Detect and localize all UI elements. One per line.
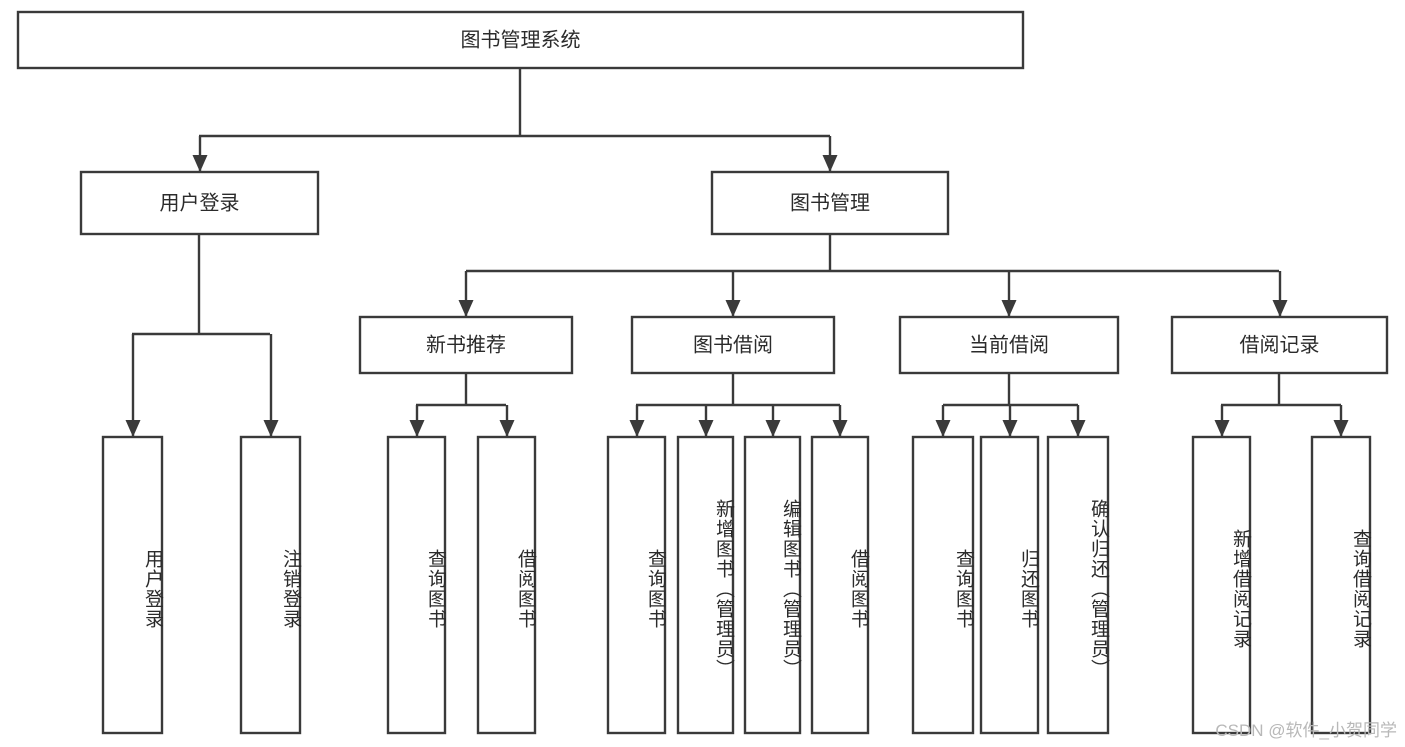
- node-leaf-query-book-current[interactable]: [911, 435, 975, 735]
- node-box[interactable]: [101, 435, 164, 735]
- node-box[interactable]: [79, 170, 320, 236]
- arrow-head-icon: [1272, 300, 1288, 317]
- node-box[interactable]: [239, 435, 302, 735]
- node-box[interactable]: [1310, 435, 1372, 735]
- node-leaf-add-book-admin[interactable]: [676, 435, 735, 735]
- arrow-head-icon: [935, 420, 951, 437]
- node-box[interactable]: [710, 170, 950, 236]
- node-box[interactable]: [743, 435, 802, 735]
- connector-layer: [125, 68, 1349, 437]
- arrow-head-icon: [629, 420, 645, 437]
- node-root[interactable]: 图书管理系统: [16, 10, 1025, 70]
- arrow-head-icon: [1001, 300, 1017, 317]
- arrow-head-icon: [263, 420, 279, 437]
- node-label: 图书借阅: [693, 333, 773, 356]
- node-borrow-record[interactable]: 借阅记录: [1170, 315, 1389, 375]
- arrow-head-icon: [1333, 420, 1349, 437]
- watermark-text: CSDN @软件_小贺同学: [1215, 721, 1397, 740]
- node-label: 用户登录: [160, 191, 240, 214]
- node-new-book-recommend[interactable]: 新书推荐: [358, 315, 574, 375]
- node-box[interactable]: [676, 435, 735, 735]
- node-box[interactable]: [16, 10, 1025, 70]
- arrow-head-icon: [499, 420, 515, 437]
- node-label: 图书管理: [790, 191, 870, 214]
- node-leaf-borrow-book[interactable]: [810, 435, 870, 735]
- node-box[interactable]: [358, 315, 574, 375]
- arrow-head-icon: [1002, 420, 1018, 437]
- arrow-head-icon: [458, 300, 474, 317]
- arrow-head-icon: [822, 155, 838, 172]
- arrow-head-icon: [765, 420, 781, 437]
- arrow-head-icon: [125, 420, 141, 437]
- node-box[interactable]: [476, 435, 537, 735]
- node-box[interactable]: [1170, 315, 1389, 375]
- node-label: 新书推荐: [426, 333, 506, 356]
- node-leaf-add-borrow-record[interactable]: [1191, 435, 1252, 735]
- node-leaf-query-borrow-record[interactable]: [1310, 435, 1372, 735]
- arrow-head-icon: [409, 420, 425, 437]
- node-label: 借阅记录: [1240, 333, 1320, 356]
- node-book-borrow[interactable]: 图书借阅: [630, 315, 836, 375]
- node-leaf-query-book-borrow[interactable]: [606, 435, 667, 735]
- node-box[interactable]: [1046, 435, 1110, 735]
- node-box[interactable]: [630, 315, 836, 375]
- arrow-head-icon: [725, 300, 741, 317]
- node-leaf-logout[interactable]: [239, 435, 302, 735]
- arrow-head-icon: [832, 420, 848, 437]
- node-current-borrow[interactable]: 当前借阅: [898, 315, 1120, 375]
- node-leaf-return-book[interactable]: [979, 435, 1040, 735]
- arrow-head-icon: [192, 155, 208, 172]
- node-label: 当前借阅: [969, 333, 1049, 356]
- node-label: 图书管理系统: [461, 28, 581, 51]
- node-box[interactable]: [1191, 435, 1252, 735]
- node-leaf-confirm-return-admin[interactable]: [1046, 435, 1110, 735]
- node-leaf-user-login[interactable]: [101, 435, 164, 735]
- node-leaf-borrow-book-recommend[interactable]: [476, 435, 537, 735]
- node-box[interactable]: [898, 315, 1120, 375]
- arrow-head-icon: [1070, 420, 1086, 437]
- node-leaf-query-book-recommend[interactable]: [386, 435, 447, 735]
- node-box[interactable]: [606, 435, 667, 735]
- node-box[interactable]: [979, 435, 1040, 735]
- node-user-login[interactable]: 用户登录: [79, 170, 320, 236]
- node-box[interactable]: [810, 435, 870, 735]
- node-leaf-edit-book-admin[interactable]: [743, 435, 802, 735]
- node-box[interactable]: [911, 435, 975, 735]
- arrow-head-icon: [1214, 420, 1230, 437]
- node-book-management[interactable]: 图书管理: [710, 170, 950, 236]
- node-box[interactable]: [386, 435, 447, 735]
- arrow-head-icon: [698, 420, 714, 437]
